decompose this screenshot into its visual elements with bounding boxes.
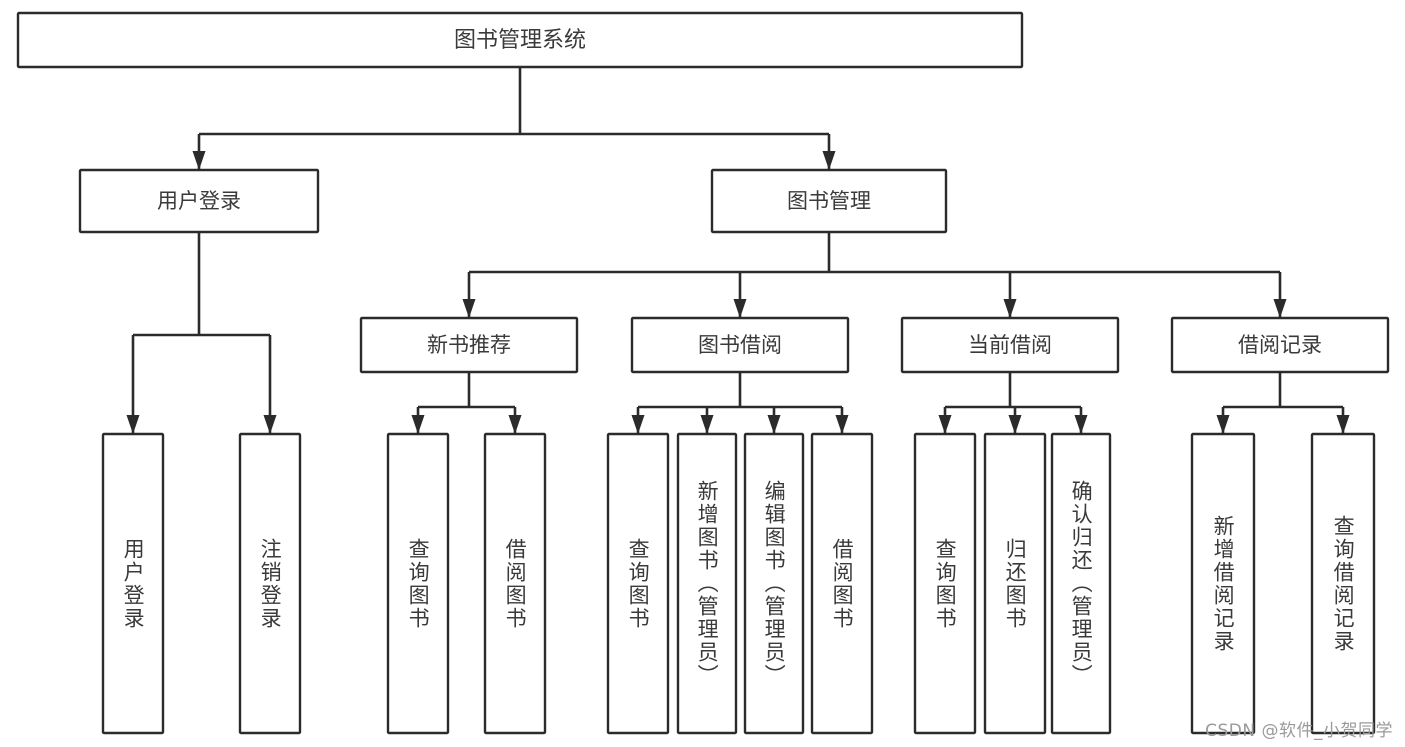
arrow-head-borrow-record-0 (1216, 415, 1230, 434)
node-box-user-login-do[interactable] (101, 432, 165, 735)
node-label-book-manage: 图书管理 (787, 189, 871, 213)
arrow-head-book-manage-0 (462, 299, 476, 318)
arrow-head-new-book-recommend-0 (411, 415, 425, 434)
arrow-head-root-0 (192, 151, 206, 170)
node-box-bb-borrow-book[interactable] (810, 432, 874, 735)
node-label-book-borrow: 图书借阅 (698, 333, 782, 357)
node-box-bb-query-book[interactable] (606, 432, 670, 735)
arrow-head-book-borrow-3 (835, 415, 849, 434)
node-label-borrow-record: 借阅记录 (1238, 333, 1322, 357)
arrow-head-book-borrow-0 (631, 415, 645, 434)
node-box-br-add-record[interactable] (1190, 432, 1256, 735)
node-box-bb-add-book-admin[interactable] (676, 432, 738, 735)
node-box-book-manage[interactable] (710, 168, 948, 234)
node-box-cb-query-book[interactable] (913, 432, 977, 735)
arrow-head-user-login-1 (263, 415, 277, 434)
node-box-br-query-record[interactable] (1310, 432, 1376, 735)
node-label-root: 图书管理系统 (454, 28, 586, 53)
node-box-user-login[interactable] (78, 168, 320, 234)
node-label-user-login: 用户登录 (157, 189, 241, 213)
arrow-head-book-borrow-1 (700, 415, 714, 434)
arrow-head-user-login-0 (126, 415, 140, 434)
node-box-book-borrow[interactable] (630, 316, 850, 374)
arrow-head-current-borrow-0 (938, 415, 952, 434)
node-box-bb-edit-book-admin[interactable] (743, 432, 805, 735)
arrow-head-book-manage-3 (1273, 299, 1287, 318)
node-box-borrow-record[interactable] (1170, 316, 1390, 374)
arrow-head-new-book-recommend-1 (508, 415, 522, 434)
arrow-head-root-1 (822, 151, 836, 170)
connectors-layer (126, 67, 1350, 434)
arrow-head-book-manage-1 (733, 299, 747, 318)
node-label-new-book-recommend: 新书推荐 (427, 333, 511, 357)
arrow-head-current-borrow-2 (1074, 415, 1088, 434)
arrow-head-book-borrow-2 (767, 415, 781, 434)
boxes-layer (16, 11, 1390, 735)
arrow-head-borrow-record-1 (1336, 415, 1350, 434)
node-box-nbr-borrow-book[interactable] (483, 432, 547, 735)
node-box-user-logout[interactable] (238, 432, 302, 735)
node-label-current-borrow: 当前借阅 (968, 333, 1052, 357)
node-box-current-borrow[interactable] (900, 316, 1120, 374)
arrow-head-current-borrow-1 (1008, 415, 1022, 434)
arrow-head-book-manage-2 (1003, 299, 1017, 318)
node-box-cb-return-book[interactable] (983, 432, 1047, 735)
node-box-cb-confirm-return-admin[interactable] (1050, 432, 1112, 735)
node-box-new-book-recommend[interactable] (359, 316, 579, 374)
csdn-watermark: CSDN @软件_小贺同学 (1205, 721, 1393, 741)
node-box-nbr-query-book[interactable] (386, 432, 450, 735)
node-box-root[interactable] (16, 11, 1024, 69)
